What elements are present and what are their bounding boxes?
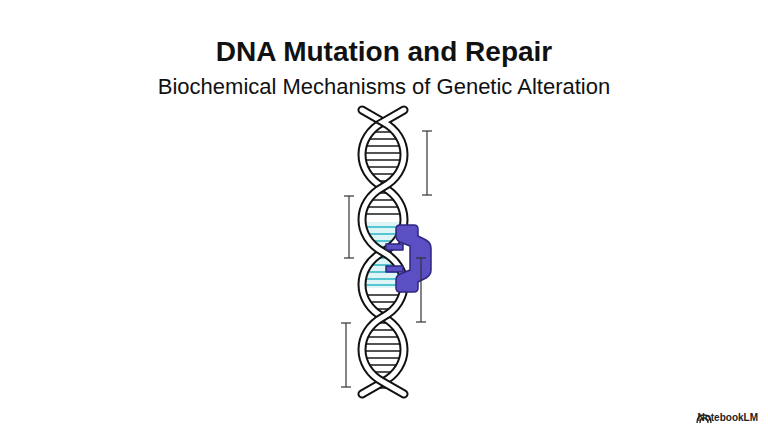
watermark-text: NotebookLM [697,412,758,424]
repair-enzyme [386,225,431,292]
slide-subtitle: Biochemical Mechanisms of Genetic Altera… [0,74,768,100]
segment-brackets [341,131,432,387]
helix-strands [362,110,404,394]
slide-title: DNA Mutation and Repair [0,35,768,69]
